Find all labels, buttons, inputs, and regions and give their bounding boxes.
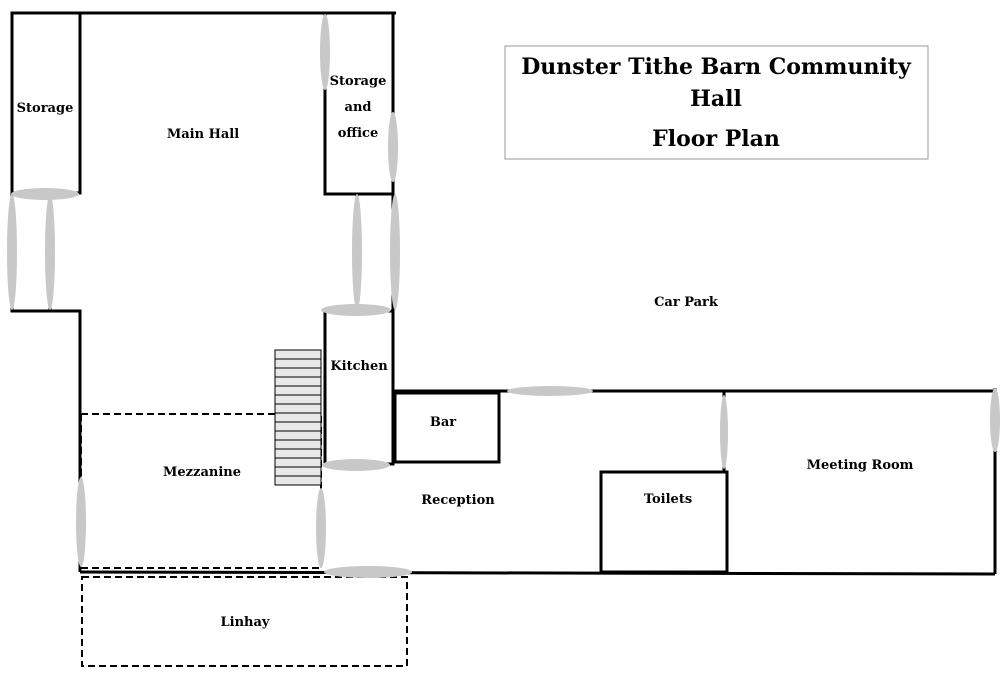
title-frame: [504, 45, 929, 160]
door-storage-office-top: [320, 14, 330, 90]
wall-kitchen: [323, 309, 395, 466]
label-meeting-room: Meeting Room: [807, 458, 914, 473]
stair-tread: [274, 376, 322, 387]
wall-storage-office: [323, 11, 395, 196]
label-toilets: Toilets: [644, 492, 692, 507]
title-box: Dunster Tithe Barn Community Hall Floor …: [504, 45, 929, 160]
stair-tread: [274, 466, 322, 477]
door-main-entrance-outer: [7, 194, 17, 310]
door-mezzanine-left: [76, 477, 86, 567]
title-line-3: Floor Plan: [652, 126, 780, 152]
label-storage-office-3: office: [338, 126, 378, 141]
label-mezzanine: Mezzanine: [163, 465, 241, 480]
door-meeting-room: [720, 395, 728, 469]
wall-bottom: [79, 570, 996, 576]
room-labels: Storage Main Hall Storage and office Car…: [17, 74, 914, 630]
stair-tread: [274, 394, 322, 405]
label-storage-office-2: and: [345, 100, 372, 115]
doors: [7, 14, 1000, 578]
staircase: [274, 349, 322, 486]
stair-tread: [274, 385, 322, 396]
door-kitchen-top: [321, 304, 391, 316]
stair-tread: [274, 475, 322, 486]
door-reception-car-park: [507, 386, 593, 396]
stair-tread: [274, 448, 322, 459]
wall-bar: [393, 391, 501, 464]
label-car-park: Car Park: [654, 295, 719, 310]
label-storage-office-1: Storage: [330, 74, 387, 89]
stair-tread: [274, 358, 322, 369]
wall-toilets: [599, 470, 729, 574]
stair-tread: [274, 421, 322, 432]
title-line-2: Hall: [690, 86, 742, 112]
stair-tread: [274, 439, 322, 450]
door-linhay: [324, 566, 412, 578]
stair-tread: [274, 430, 322, 441]
label-reception: Reception: [421, 493, 495, 508]
stair-tread: [274, 457, 322, 468]
stair-tread: [274, 367, 322, 378]
label-storage-left: Storage: [17, 101, 74, 116]
stair-tread: [274, 349, 322, 360]
linhay-outline: [81, 576, 408, 667]
door-mezzanine-reception: [316, 488, 326, 568]
label-main-hall: Main Hall: [167, 127, 239, 142]
stair-tread: [274, 403, 322, 414]
label-kitchen: Kitchen: [330, 359, 388, 374]
title-line-1: Dunster Tithe Barn Community: [521, 54, 912, 80]
door-meeting-room-outer: [990, 388, 1000, 452]
door-corridor-right: [390, 194, 400, 310]
label-bar: Bar: [430, 415, 456, 430]
door-main-entrance-inner: [45, 194, 55, 310]
stair-tread: [274, 412, 322, 423]
door-storage-left: [11, 188, 79, 200]
door-corridor-left: [352, 194, 362, 310]
door-kitchen-bottom: [322, 459, 390, 471]
label-linhay: Linhay: [221, 615, 270, 630]
door-storage-office-side: [388, 112, 398, 182]
